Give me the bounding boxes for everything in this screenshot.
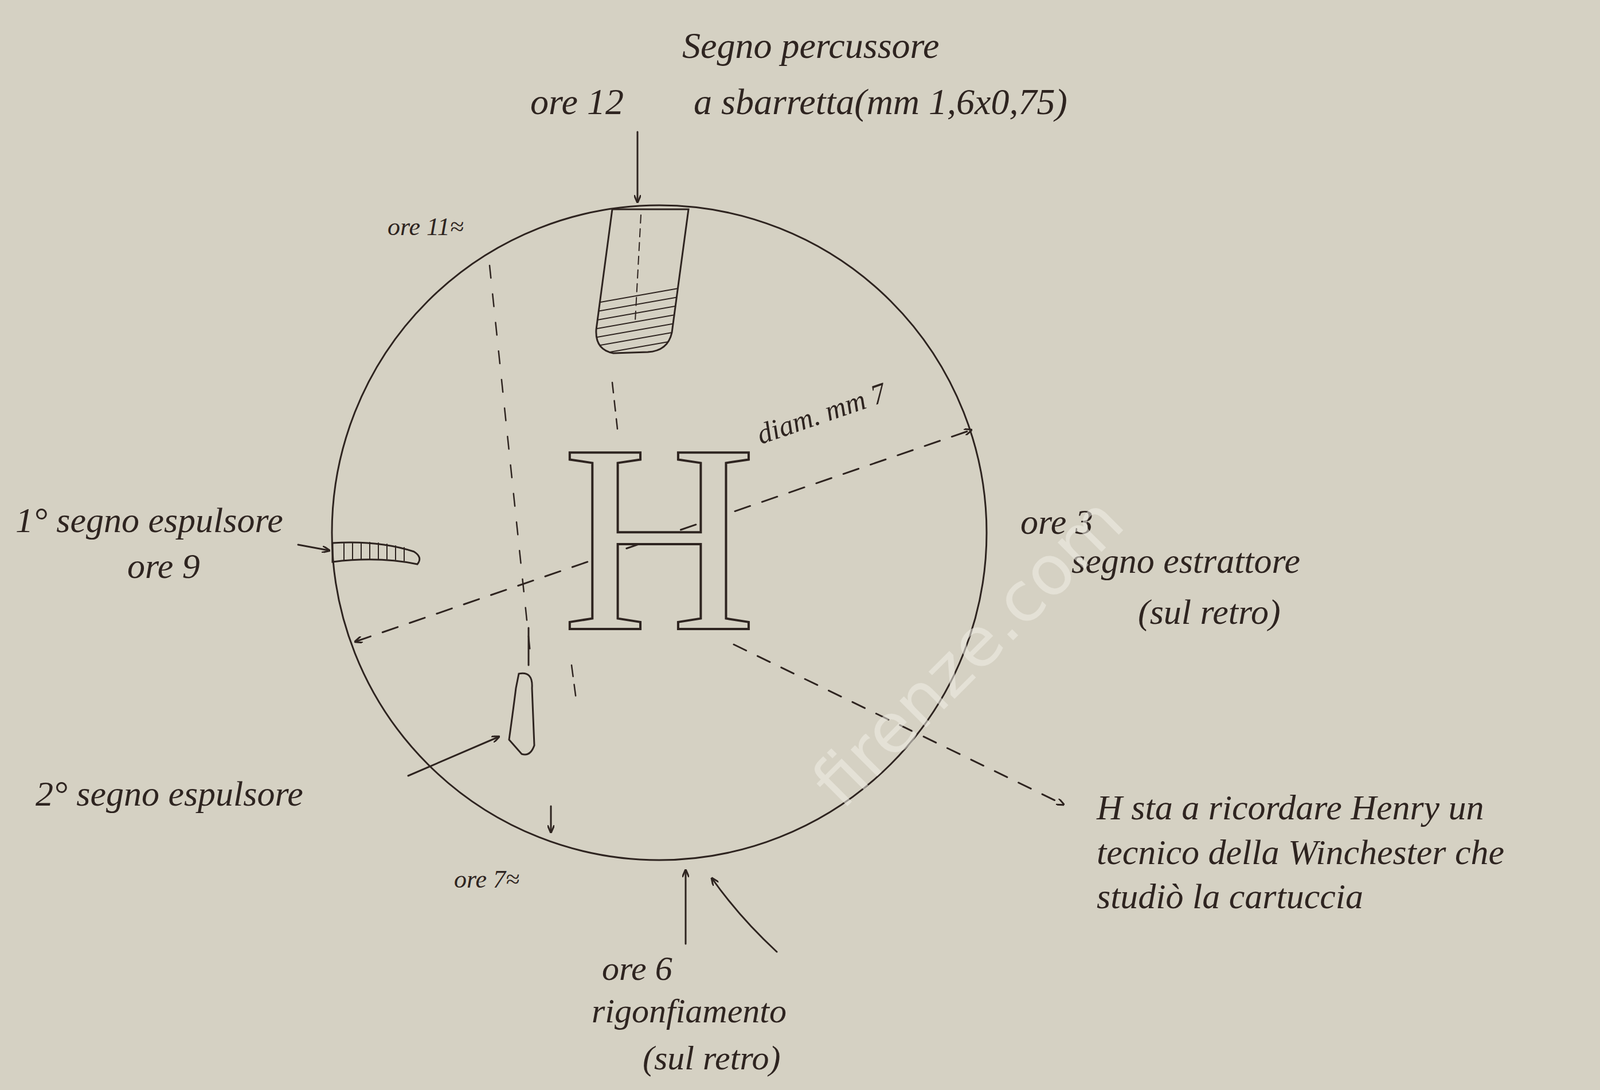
annotation-label: (sul retro) [642,1038,781,1077]
axis-line [527,627,530,665]
leader-line [408,736,499,776]
leader-line [712,878,777,952]
hatching [343,542,405,561]
headstamp-letter: H [561,403,757,674]
leader-line [685,870,687,944]
ejector-mark [332,542,420,565]
hatching [590,286,688,365]
annotation-label: ore 12 [530,81,624,123]
annotation-label: diam. mm 7 [752,376,891,451]
note-text: H sta a ricordare Henry un tecnico della… [1096,785,1579,919]
leader-line [550,806,553,832]
ejector-mark [509,673,535,755]
annotation-label: ore 9 [127,546,201,586]
watermark: firenze.com [798,482,1138,822]
annotation-label: 1° segno espulsore [15,500,284,540]
annotation-label: ore 11≈ [387,213,464,241]
annotation-label: (sul retro) [1137,592,1281,632]
annotation-label: ore 7≈ [454,865,520,894]
axis-line [635,214,641,322]
annotation-label: rigonfiamento [591,991,787,1030]
leader-line [636,131,639,202]
annotation-label: a sbarretta(mm 1,6x0,75) [693,81,1068,123]
leader-line [298,544,330,551]
annotation-label: 2° segno espulsore [35,773,304,813]
firing-pin-mark [596,209,689,354]
axis-line [489,265,531,653]
annotation-label: ore 6 [601,949,673,988]
annotation-label: Segno percussore [682,25,940,66]
